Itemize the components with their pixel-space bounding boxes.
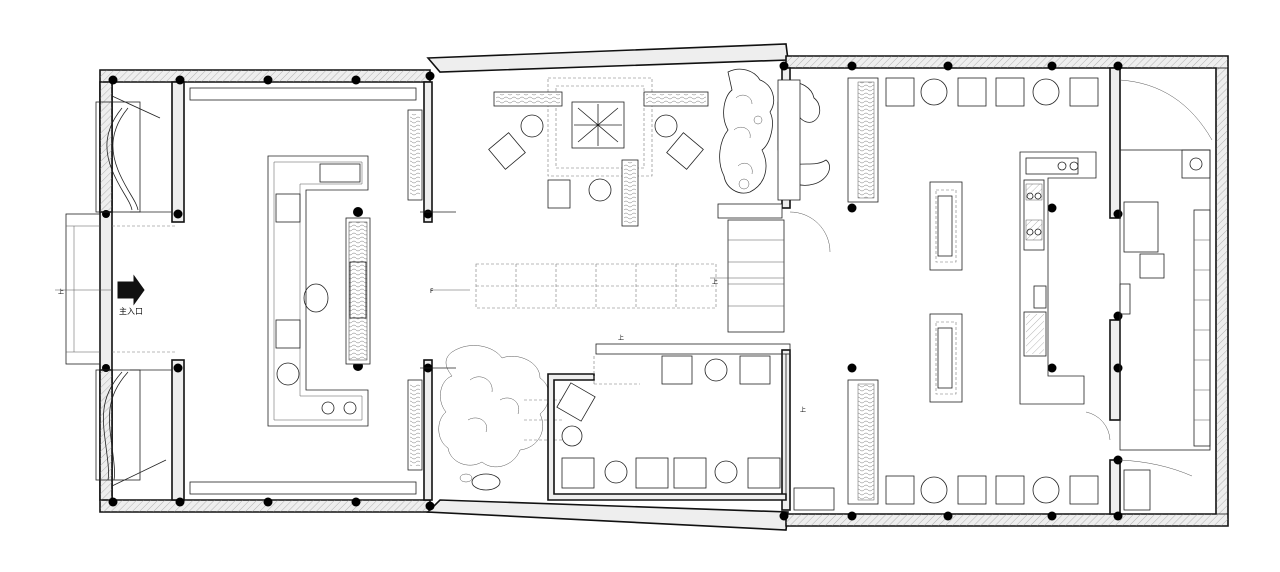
- service-counter: [267, 155, 371, 427]
- entrance-arrow-icon: [117, 274, 145, 306]
- kitchen-bar: [1019, 79, 1213, 511]
- stair: 上: [710, 219, 785, 333]
- level-mark-center: F: [430, 288, 434, 295]
- level-mark-cafe: 上: [618, 334, 624, 342]
- doors: [130, 211, 1111, 441]
- level-mark-entrance: 上: [58, 288, 64, 296]
- entrance-area: 主入口 上: [55, 95, 176, 487]
- landscape-tree: [438, 345, 564, 491]
- rock-garden: [717, 68, 830, 219]
- exterior-walls: [99, 43, 1229, 531]
- level-mark-stair: 上: [712, 278, 718, 286]
- cafe-room: 上 上: [547, 334, 835, 511]
- interior-walls: [171, 67, 1121, 515]
- dining-hall: [777, 77, 1099, 505]
- central-lounge: F: [430, 77, 717, 309]
- wall-shelves: [189, 87, 423, 495]
- main-entrance-label: 主入口: [119, 306, 143, 316]
- level-mark-side: 上: [800, 406, 806, 414]
